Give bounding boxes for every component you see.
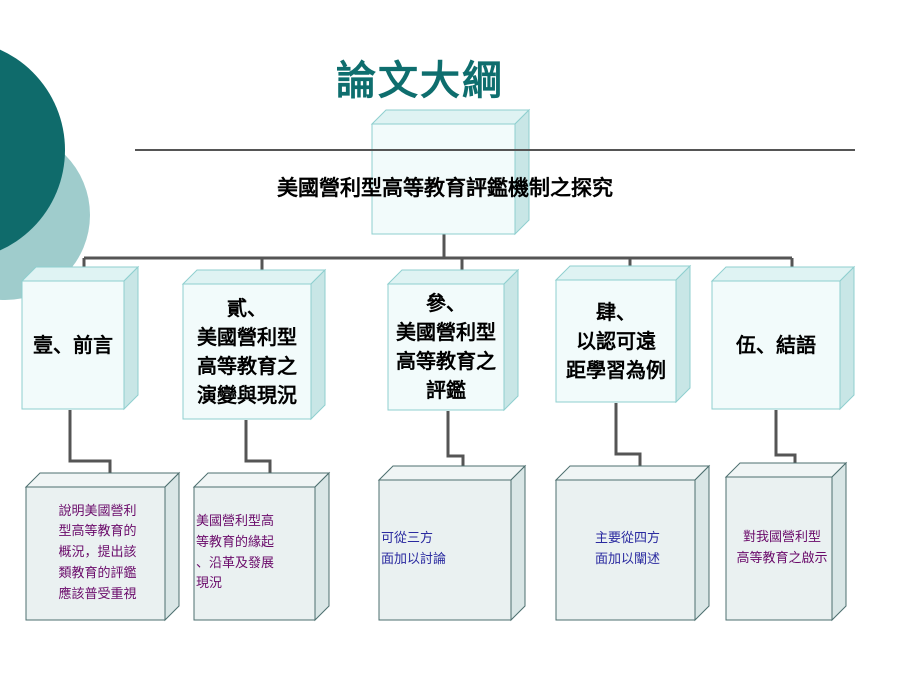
- decor-circle-dark: [0, 49, 65, 251]
- section-label-line: 距學習為例: [566, 357, 666, 382]
- detail-text-line: 概況，提出該: [58, 545, 137, 561]
- section-label-line: 肆、: [596, 299, 636, 324]
- main-box-label: 美國營利型高等教育評鑑機制之探究: [277, 175, 613, 200]
- section-label-line: 高等教育之: [197, 353, 297, 378]
- section-label-2: 貳、美國營利型高等教育之演變與現況: [176, 284, 318, 419]
- detail-text-2: 美國營利型高等教育的緣起、沿革及發展現況: [196, 487, 315, 620]
- detail-text-line: 型高等教育的: [58, 524, 137, 540]
- connector-detail-5: [774, 410, 797, 463]
- section-label-line: 伍、結語: [736, 332, 816, 357]
- slide-title: 論文大綱: [336, 57, 504, 104]
- connector-detail-4: [614, 403, 642, 466]
- detail-text-line: 、沿革及發展: [196, 555, 275, 571]
- section-label-4: 肆、以認可遠距學習為例: [545, 280, 687, 402]
- section-label-line: 壹、前言: [33, 332, 113, 357]
- section-label-1: 壹、前言: [20, 281, 126, 409]
- section-box-1-front: [21, 280, 125, 410]
- section-label-line: 美國營利型: [396, 320, 496, 344]
- section-label-line: 演變與現況: [197, 382, 297, 407]
- detail-text-line: 可從三方: [381, 531, 434, 547]
- main-box-front: [371, 123, 516, 235]
- section-label-line: 高等教育之: [396, 349, 496, 373]
- detail-box-1-front: [25, 486, 166, 621]
- section-label-line: 參、: [426, 291, 466, 315]
- connector-detail-2: [244, 420, 272, 473]
- detail-text-4: 主要從四方面加以闡述: [560, 480, 695, 620]
- detail-text-line: 面加以討論: [381, 552, 447, 567]
- detail-text-line: 說明美國營利: [58, 503, 137, 519]
- section-box-4-front: [555, 279, 677, 403]
- section-box-5-front: [711, 280, 841, 410]
- detail-box-2-front: [193, 486, 316, 621]
- detail-text-line: 高等教育之啟示: [736, 550, 828, 566]
- section-label-line: 以認可遠: [576, 328, 656, 353]
- detail-text-line: 應該普受重視: [58, 586, 137, 602]
- detail-text-line: 美國營利型高: [196, 513, 275, 529]
- connector-detail-1: [68, 410, 112, 473]
- detail-text-line: 面加以闡述: [594, 552, 660, 567]
- detail-text-5: 對我國營利型高等教育之啟示: [718, 477, 846, 620]
- title-underline: [135, 149, 855, 151]
- detail-text-line: 類教育的評鑑: [58, 565, 137, 581]
- detail-text-line: 等教育的緣起: [196, 534, 275, 550]
- detail-box-5-front: [725, 476, 833, 621]
- section-box-3-front: [387, 283, 505, 411]
- detail-text-line: 對我國營利型: [742, 529, 821, 545]
- connector-detail-3: [446, 411, 465, 466]
- section-box-2-front: [182, 283, 312, 420]
- detail-text-line: 現況: [196, 576, 223, 592]
- section-label-line: 貳、: [227, 295, 267, 320]
- section-label-5: 伍、結語: [712, 281, 840, 409]
- section-label-line: 評鑑: [426, 378, 466, 402]
- detail-text-line: 主要從四方: [594, 531, 660, 547]
- section-label-3: 參、美國營利型高等教育之評鑑: [376, 284, 516, 410]
- detail-text-1: 說明美國營利型高等教育的概況，提出該類教育的評鑑應該普受重視: [30, 487, 165, 620]
- detail-text-3: 可從三方面加以討論: [381, 480, 509, 620]
- detail-box-3-front: [378, 479, 512, 621]
- detail-box-4-front: [555, 479, 696, 621]
- section-label-line: 美國營利型: [197, 324, 297, 349]
